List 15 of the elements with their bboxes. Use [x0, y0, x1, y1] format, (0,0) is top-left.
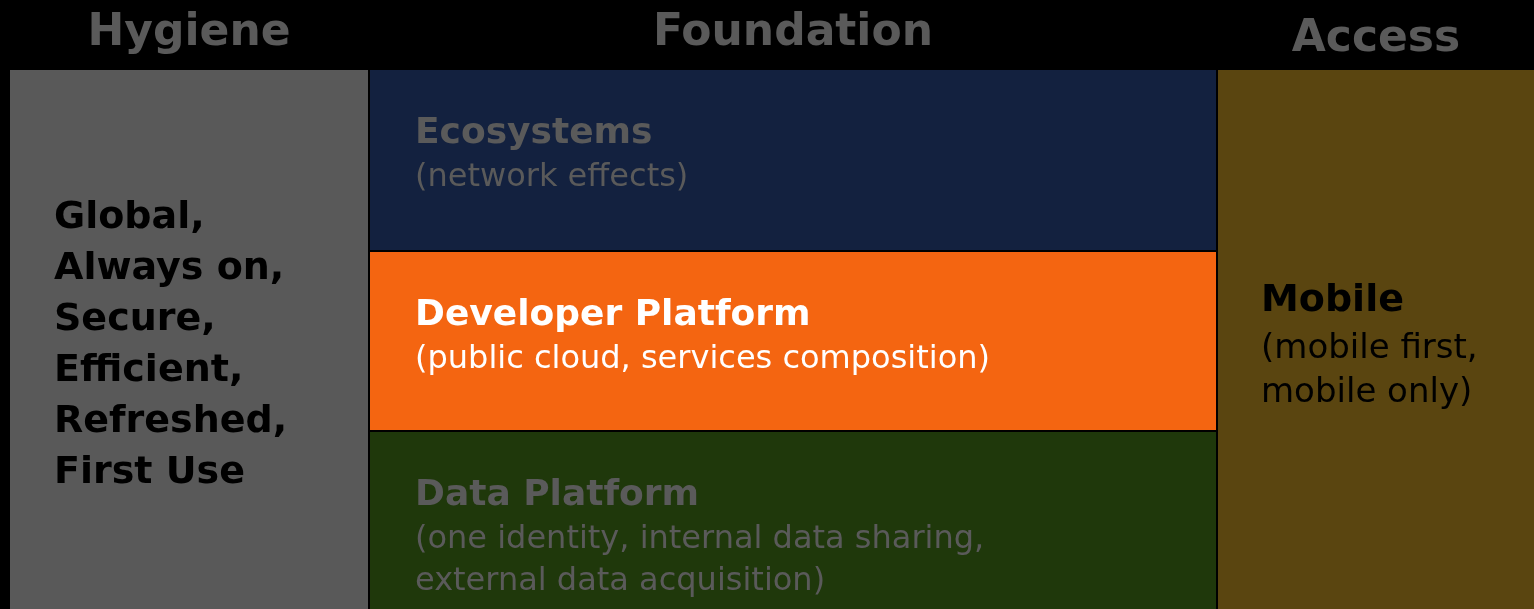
layer-description: (public cloud, services composition): [415, 337, 991, 378]
column-text: Global, Always on, Secure, Efficient, Refreshed, First Use: [54, 192, 289, 494]
layer-description: (one identity, internal data sharing, external data acquisition): [415, 517, 986, 600]
layer-title: Ecosystems: [415, 109, 653, 153]
column-heading: Access: [1290, 9, 1462, 63]
layer-band: [370, 432, 1216, 609]
layer-description: (mobile first, mobile only): [1261, 325, 1479, 412]
layer-title: Developer Platform: [415, 291, 811, 335]
layer-description: (network effects): [415, 155, 690, 196]
layer-band: [370, 70, 1216, 250]
layer-title: Data Platform: [415, 471, 700, 515]
column-heading: Hygiene: [86, 3, 292, 57]
layer-band: [370, 252, 1216, 430]
column-heading: Foundation: [652, 3, 934, 57]
layer-title: Mobile: [1261, 275, 1404, 322]
